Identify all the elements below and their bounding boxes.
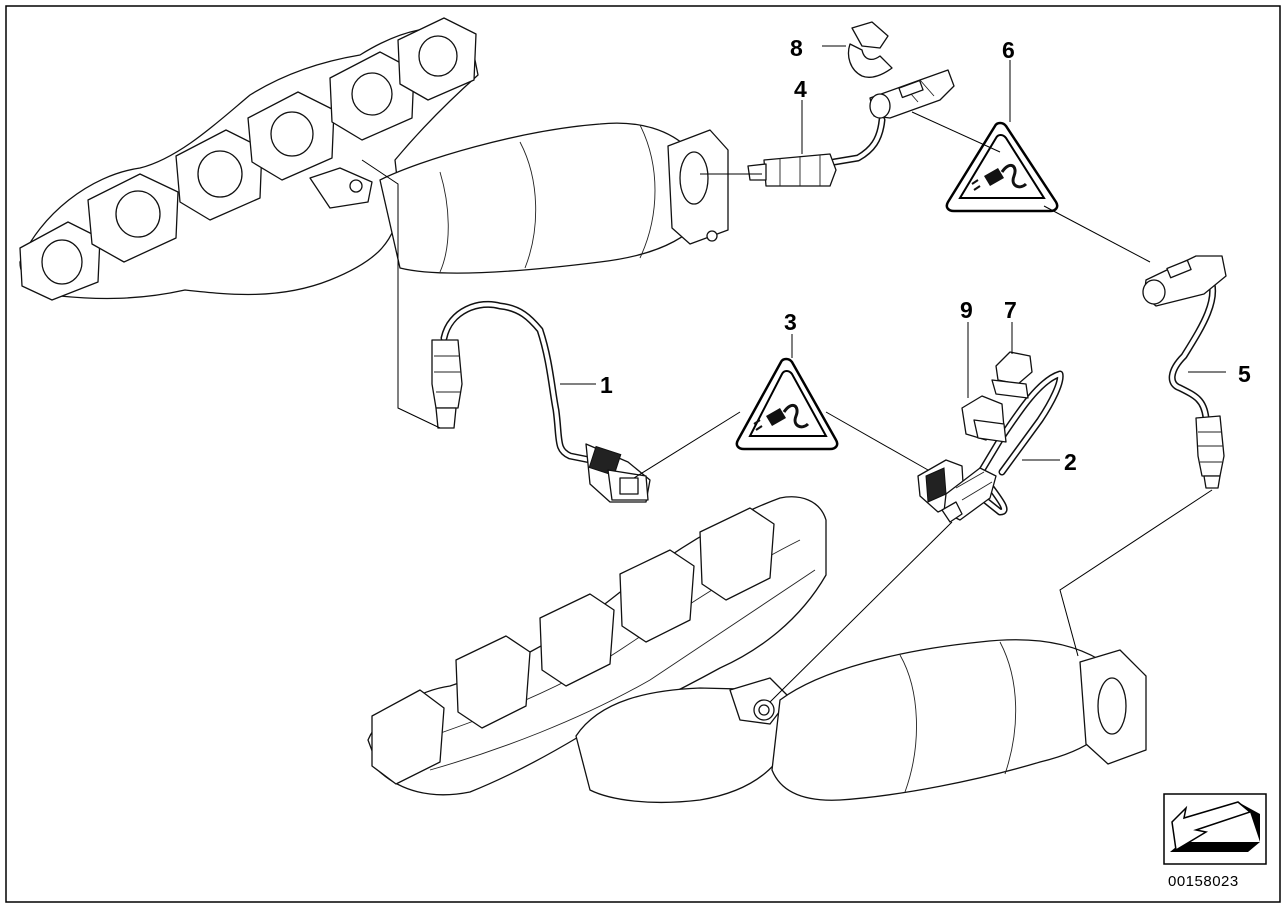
oxygen-sensor-4 — [747, 69, 955, 187]
upper-exhaust-manifold — [19, 17, 729, 301]
oxygen-sensor-5 — [1142, 255, 1227, 489]
clip-8 — [847, 21, 893, 78]
lower-exhaust-manifold — [367, 496, 1147, 804]
callout-9: 9 — [960, 297, 973, 323]
callout-6: 6 — [1002, 37, 1015, 63]
diagram-frame — [5, 5, 1281, 903]
callout-2: 2 — [1064, 449, 1077, 475]
callout-8: 8 — [790, 35, 803, 61]
callout-1: 1 — [600, 372, 613, 398]
clip-7 — [991, 351, 1033, 399]
callout-4: 4 — [794, 76, 807, 102]
connector-warning-triangle-icon — [945, 121, 1059, 213]
oxygen-sensor-2 — [917, 370, 1064, 523]
catalog-number: 00158023 — [1168, 873, 1239, 890]
orientation-arrow-icon — [1163, 793, 1267, 865]
callout-3: 3 — [784, 309, 797, 335]
connector-warning-triangle-icon — [735, 357, 839, 451]
leader-lines — [361, 45, 1226, 703]
clip-9 — [961, 395, 1007, 443]
callout-5: 5 — [1238, 361, 1251, 387]
oxygen-sensor-1 — [431, 300, 651, 503]
callout-7: 7 — [1004, 297, 1017, 323]
